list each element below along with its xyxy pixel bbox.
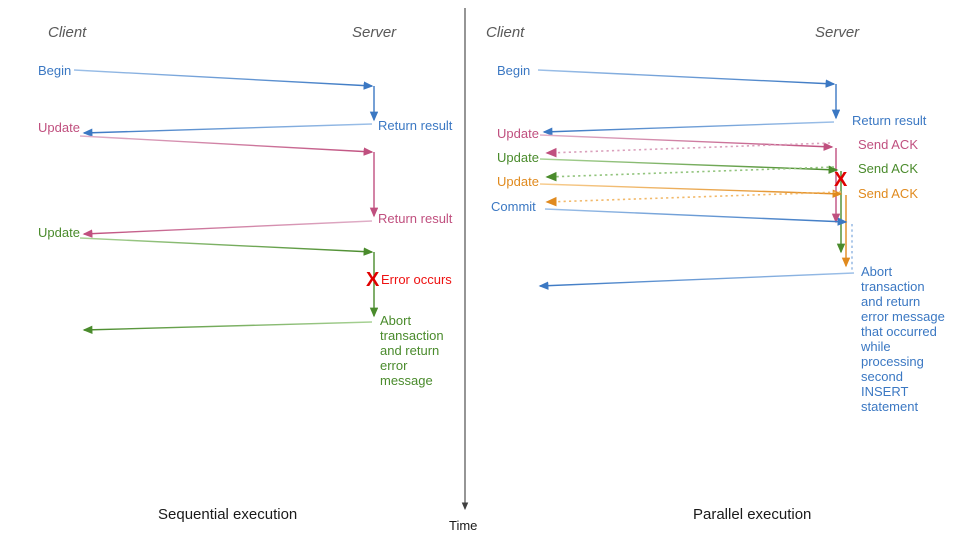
arrow-update-2-request (539, 158, 839, 174)
arrow-return-result-1 (82, 123, 373, 137)
parallel-panel-arrows (537, 69, 855, 290)
arrow-send-ack-3 (545, 191, 842, 207)
sequential-message-error-occurs: Error occurs (381, 272, 452, 287)
arrow-abort-return (82, 321, 373, 334)
parallel-message-return-result: Return result (852, 113, 927, 128)
arrow-return-result-2 (82, 220, 373, 238)
parallel-message-update-1: Update (497, 126, 539, 141)
parallel-message-begin: Begin (497, 63, 531, 78)
arrow-send-ack-1 (545, 142, 831, 158)
sequential-caption: Sequential execution (158, 506, 298, 523)
parallel-message-commit: Commit (491, 199, 536, 214)
arrow-return-result (542, 121, 835, 136)
sequential-message-return-result-1: Return result (378, 118, 453, 133)
sequential-error-x-icon: X (366, 269, 380, 291)
parallel-message-update-3: Update (497, 174, 539, 189)
parallel-message-send-ack-1: Send ACK (858, 137, 918, 152)
sequential-message-update-1: Update (38, 120, 80, 135)
sequential-panel-arrows (73, 69, 379, 334)
arrow-update-1-request (79, 135, 374, 156)
parallel-error-x-icon: X (834, 169, 848, 191)
arrow-update-3-request (539, 183, 843, 198)
time-axis-label: Time (449, 518, 478, 533)
sequential-message-abort: Abort transaction and return error messa… (380, 313, 444, 388)
sequential-message-update-2: Update (38, 225, 80, 240)
sequential-message-return-result-2: Return result (378, 211, 453, 226)
arrow-commit-request (544, 208, 848, 226)
sequential-actor-client: Client (48, 24, 87, 41)
parallel-message-update-2: Update (497, 150, 539, 165)
arrow-send-ack-2 (545, 166, 835, 182)
parallel-message-send-ack-2: Send ACK (858, 161, 918, 176)
arrow-update-1-request (539, 134, 834, 151)
parallel-message-send-ack-3: Send ACK (858, 186, 918, 201)
arrow-begin-request (537, 69, 836, 88)
parallel-actor-client: Client (486, 24, 525, 41)
parallel-caption: Parallel execution (693, 506, 812, 523)
sequential-message-begin: Begin (38, 63, 72, 78)
arrow-update-2-request (79, 237, 374, 256)
arrow-abort-return (538, 272, 855, 290)
parallel-message-abort: Abort transaction and return error messa… (861, 264, 945, 414)
parallel-actor-server: Server (815, 24, 860, 41)
arrow-begin-request (73, 69, 374, 90)
sequential-actor-server: Server (352, 24, 397, 41)
